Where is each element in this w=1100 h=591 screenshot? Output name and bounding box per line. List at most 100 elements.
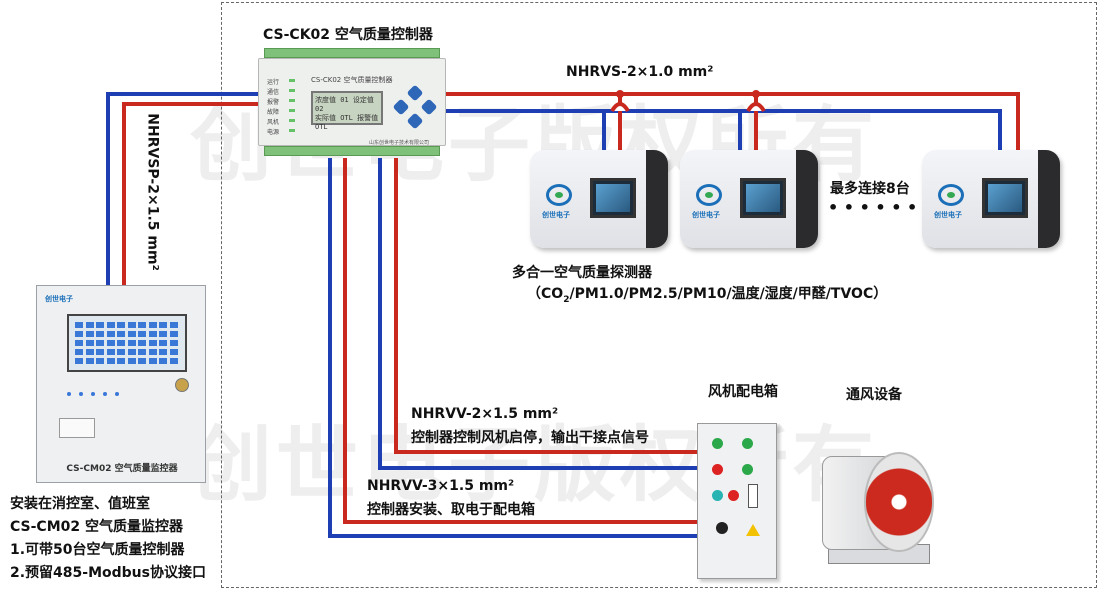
screen-tile — [106, 340, 115, 346]
controller-lcd: 浓度值 01 设定值 02 实际值 OTL 报警值 OTL — [311, 91, 383, 131]
start-button[interactable] — [712, 438, 723, 449]
caption-prefix: （CO — [527, 286, 564, 302]
screen-tile — [75, 322, 83, 328]
lcd-line-2: 实际值 OTL 报警值 OTL — [315, 114, 379, 131]
screen-tile — [127, 358, 136, 364]
crossover-d1 — [610, 102, 630, 113]
monitor-panel-label: CS-CM02 空气质量监控器 — [66, 464, 178, 474]
detector-brand: 创世电子 — [692, 211, 720, 219]
detector-3: 创世电子 — [922, 150, 1060, 248]
ventilation-fan — [818, 448, 938, 568]
screen-tile — [117, 349, 125, 355]
screen-tile — [159, 358, 167, 364]
led-4 — [289, 109, 295, 112]
brand-logo-icon — [696, 184, 722, 206]
screen-tile — [148, 331, 157, 337]
control-wire-desc: 控制器控制风机启停，输出干接点信号 — [411, 430, 649, 446]
screen-tile — [127, 331, 136, 337]
screen-tile — [75, 331, 83, 337]
fan-title: 通风设备 — [846, 387, 902, 403]
indicator-green — [742, 464, 753, 475]
detector-screen — [740, 178, 786, 218]
screen-tile — [117, 358, 125, 364]
detector-screen — [982, 178, 1028, 218]
status-led — [115, 392, 119, 396]
cabinet-lock-icon[interactable] — [175, 378, 189, 392]
screen-tile — [106, 358, 115, 364]
screen-tile — [85, 340, 94, 346]
screen-tile — [127, 322, 136, 328]
wire-bus-blue — [446, 109, 1002, 158]
screen-tile — [127, 340, 136, 346]
detector-side — [1038, 150, 1060, 248]
screen-tile — [169, 349, 178, 355]
selector-switch[interactable] — [716, 522, 728, 534]
screen-tile — [106, 322, 115, 328]
screen-tile — [75, 340, 83, 346]
controller-footer: 山东创世电子技术有限公司 — [369, 140, 430, 146]
receipt-printer — [59, 418, 95, 438]
brand-logo-icon — [546, 184, 572, 206]
air-quality-controller: CS-CK02 空气质量控制器 浓度值 01 设定值 02 实际值 OTL 报警… — [258, 48, 446, 158]
indicator-red-2 — [728, 490, 739, 501]
screen-tile — [106, 349, 115, 355]
screen-tile — [85, 322, 94, 328]
screen-tile — [117, 322, 125, 328]
screen-tile — [138, 331, 146, 337]
stop-button[interactable] — [742, 438, 753, 449]
controller-body: CS-CK02 空气质量控制器 浓度值 01 设定值 02 实际值 OTL 报警… — [258, 58, 446, 146]
screen-tile — [96, 322, 104, 328]
screen-tile — [169, 340, 178, 346]
led-5 — [289, 119, 295, 122]
controller-keypad — [392, 84, 438, 130]
screen-tile — [148, 358, 157, 364]
screen-tile — [75, 349, 83, 355]
detector-caption-line1: 多合一空气质量探测器 — [512, 265, 652, 281]
key-down[interactable] — [406, 112, 424, 130]
indicator-red — [712, 464, 723, 475]
screen-tile — [159, 340, 167, 346]
screen-tile — [75, 358, 83, 364]
ellipsis-dots: • • • • • • — [828, 198, 918, 217]
brand-logo-icon — [938, 184, 964, 206]
monitor-note-3: 1.可带50台空气质量控制器 — [10, 542, 185, 558]
screen-tile — [138, 322, 146, 328]
screen-tile — [169, 331, 178, 337]
power-wire-label: NHRVV-3×1.5 mm² — [367, 478, 515, 494]
wire-power-blue — [328, 158, 697, 538]
fan-blade-icon — [864, 452, 934, 552]
detector-side — [646, 150, 668, 248]
detector-2: 创世电子 — [680, 150, 818, 248]
air-quality-monitor-cabinet: 创世电子 CS-CM02 空气质量监控器 — [36, 285, 206, 483]
monitor-note-2: CS-CM02 空气质量监控器 — [10, 519, 183, 535]
screen-tile — [96, 358, 104, 364]
detector-screen — [590, 178, 636, 218]
screen-tile — [117, 331, 125, 337]
detector-brand: 创世电子 — [542, 211, 570, 219]
monitor-touchscreen[interactable] — [67, 314, 187, 372]
key-right[interactable] — [420, 98, 438, 116]
status-led — [91, 392, 95, 396]
power-wire-desc: 控制器安装、取电于配电箱 — [367, 502, 535, 518]
crossover-d2 — [746, 102, 766, 113]
fan-distribution-box — [697, 423, 777, 579]
monitor-brand: 创世电子 — [45, 295, 73, 303]
caption-suffix: /PM1.0/PM2.5/PM10/温度/湿度/甲醛/TVOC） — [569, 286, 888, 302]
wire-control-blue — [378, 158, 697, 470]
detector-1: 创世电子 — [530, 150, 668, 248]
detector-caption-line2: （CO2/PM1.0/PM2.5/PM10/温度/湿度/甲醛/TVOC） — [527, 283, 887, 305]
current-meter — [748, 484, 758, 508]
led-label-3: 报警 — [267, 99, 280, 106]
detector-brand: 创世电子 — [934, 211, 962, 219]
max-detectors-label: 最多连接8台 — [830, 181, 910, 197]
system-boundary-frame — [221, 2, 1097, 588]
caption-subscript: 2 — [563, 294, 570, 305]
led-2 — [289, 89, 295, 92]
led-3 — [289, 99, 295, 102]
key-up[interactable] — [406, 84, 424, 102]
key-left[interactable] — [392, 98, 410, 116]
status-led — [67, 392, 71, 396]
warning-icon — [746, 524, 760, 536]
screen-tile — [148, 349, 157, 355]
screen-tile — [96, 331, 104, 337]
